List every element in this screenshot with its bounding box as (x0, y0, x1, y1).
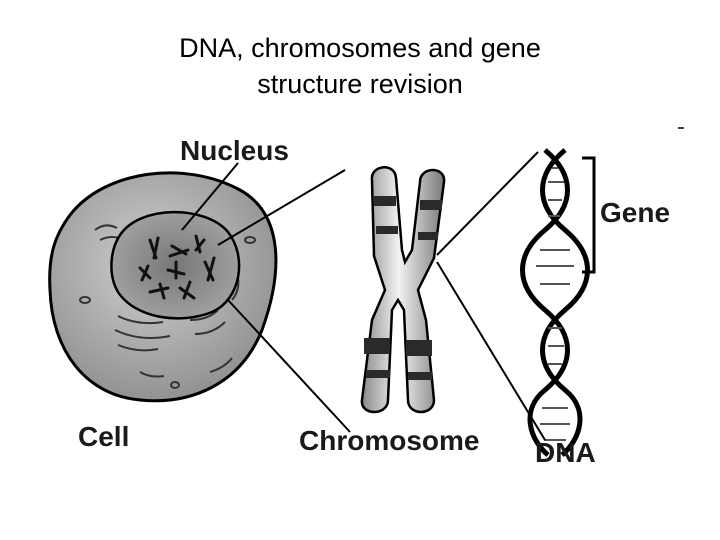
dna-label: DNA (535, 437, 596, 468)
chromosome-pointer (227, 299, 351, 433)
nucleus-label: Nucleus (180, 135, 289, 166)
nuclear-chromosomes (138, 234, 216, 300)
dna-strand-2 (540, 148, 590, 457)
gene-bracket (582, 156, 596, 274)
cell-label: Cell (78, 421, 129, 452)
slide-title: DNA, chromosomes and gene structure revi… (0, 30, 720, 102)
slide-title-line-2: structure revision (257, 69, 463, 99)
nucleus-pointer (181, 162, 239, 231)
chromosome-bands (364, 196, 442, 380)
nucleus-to-chromosome-line (217, 169, 346, 246)
chromosome-to-dna-line-upper (436, 151, 539, 256)
cell-illustration (48, 171, 278, 403)
dna-helix-illustration (520, 148, 596, 457)
gene-label: Gene (600, 197, 670, 228)
dna-base-pairs (536, 167, 574, 441)
slide-title-line-1: DNA, chromosomes and gene (179, 33, 541, 63)
pointer-lines (181, 151, 546, 441)
chromosome-illustration (360, 166, 446, 414)
dna-strand-1 (520, 148, 570, 457)
chromosome-label: Chromosome (299, 425, 479, 456)
chromosome-to-dna-line-lower (436, 261, 546, 441)
